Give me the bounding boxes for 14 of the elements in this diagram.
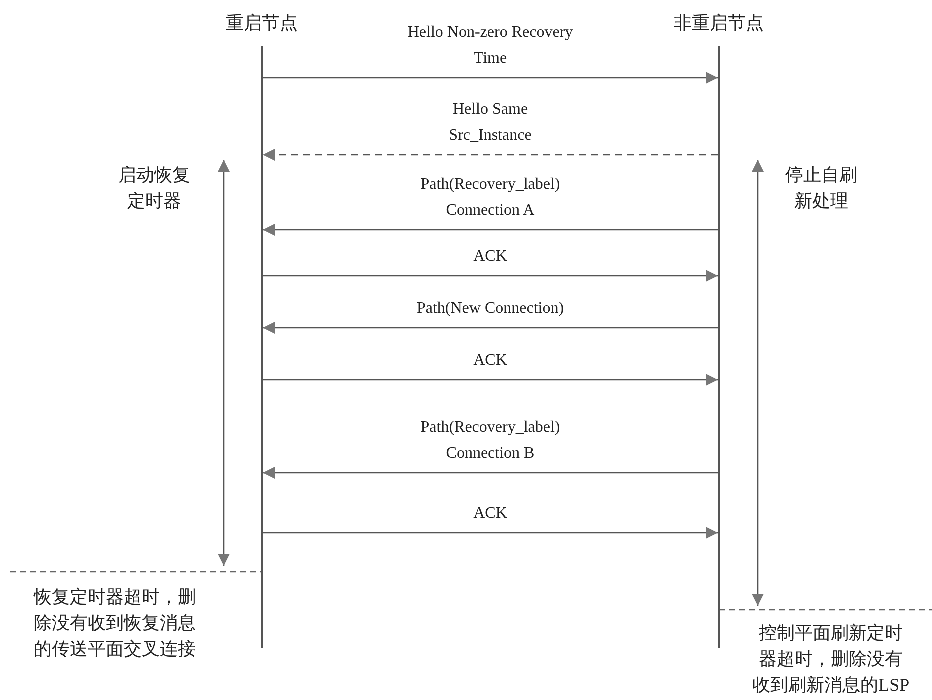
lifeline-heading: 重启节点 <box>226 12 298 34</box>
message-arrow <box>263 149 718 161</box>
message-arrow <box>263 527 718 539</box>
note-text: 控制平面刷新定时器超时，删除没有收到刷新消息的LSP <box>752 622 910 697</box>
message-arrow <box>263 270 718 282</box>
note-text: 停止自刷新处理 <box>784 164 859 213</box>
message-arrow <box>263 322 718 334</box>
message-arrow <box>263 467 718 479</box>
message-arrow <box>263 374 718 386</box>
message-arrow <box>263 224 718 236</box>
note-text: 恢复定时器超时，删除没有收到恢复消息的传送平面交叉连接 <box>34 586 197 661</box>
lifeline-heading: 非重启节点 <box>674 12 764 34</box>
note-text: 启动恢复定时器 <box>118 164 192 213</box>
message-arrow <box>263 72 718 84</box>
